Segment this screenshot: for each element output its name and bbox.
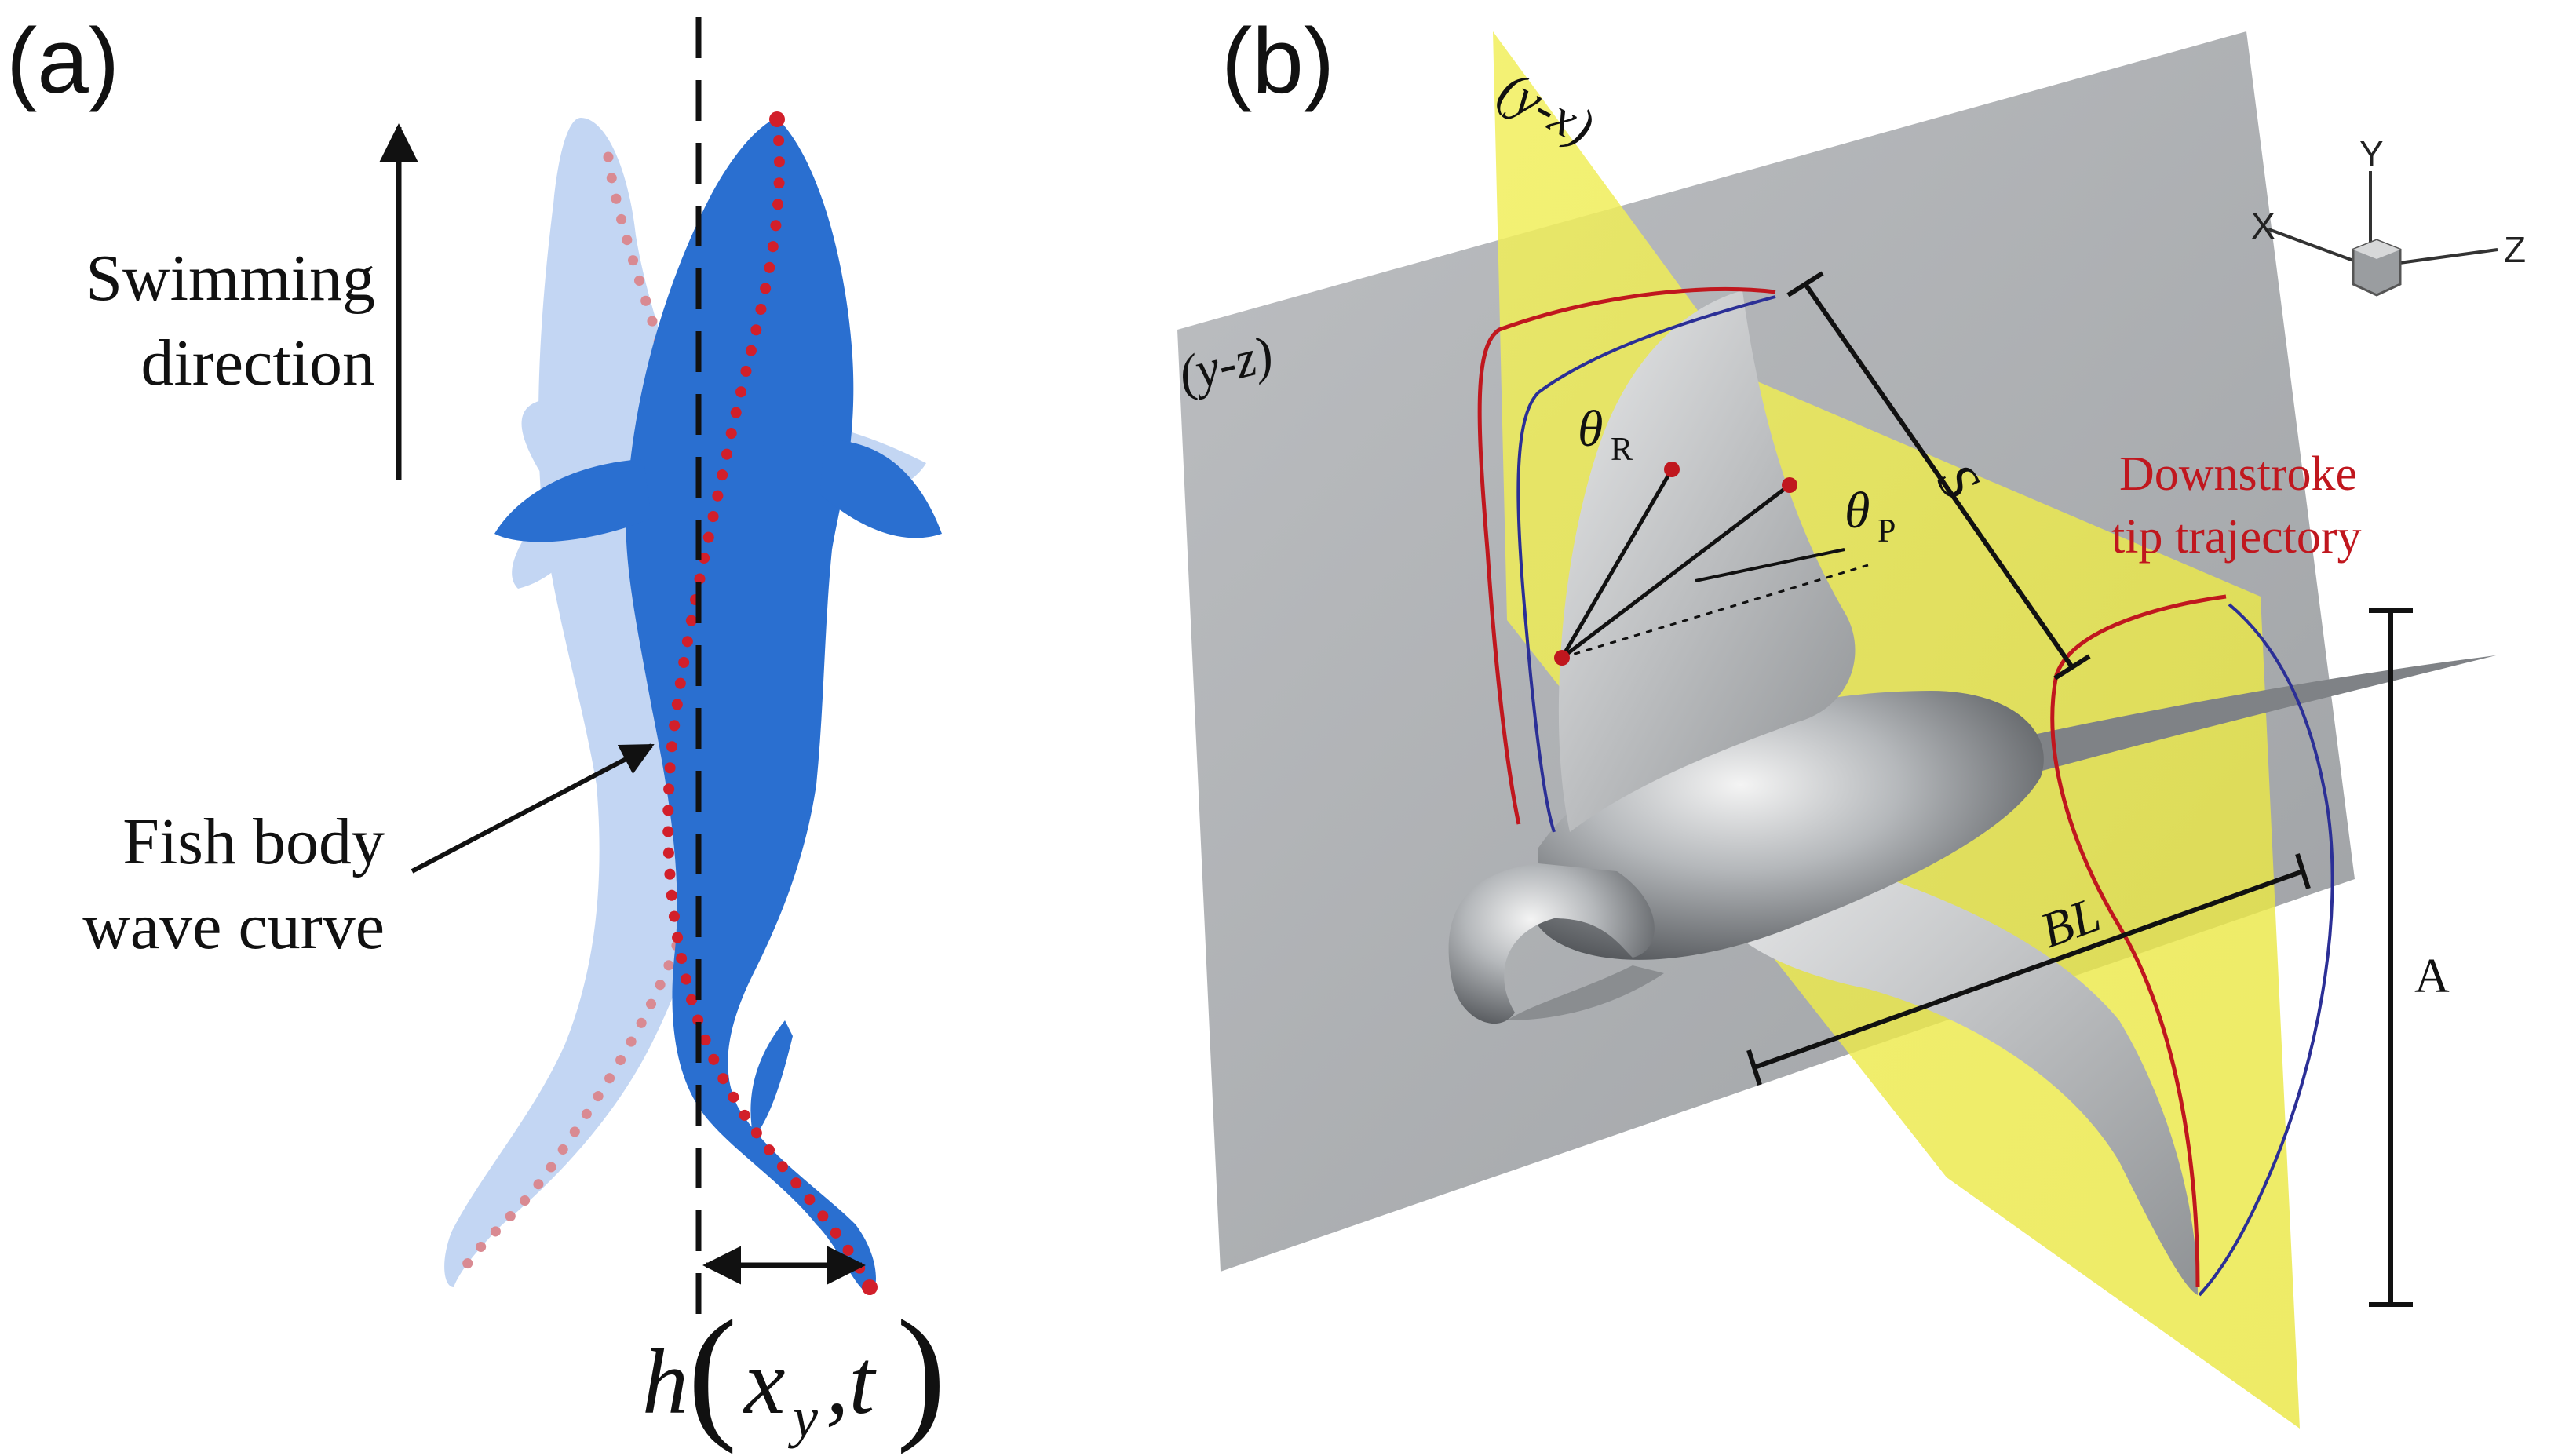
theta-r-subscript: R	[1611, 432, 1633, 468]
formula-x: x	[743, 1330, 785, 1433]
wave-curve-label-line2: wave curve	[82, 890, 385, 963]
theta-p-subscript: P	[1877, 513, 1896, 549]
formula-h: h	[642, 1330, 688, 1433]
axis-y-label: Y	[2359, 133, 2384, 174]
theta-p-symbol: θ	[1845, 482, 1870, 539]
swimming-direction-line2: direction	[140, 327, 375, 400]
cephalic-lobe-right	[1507, 965, 1664, 1020]
axis-z-label: Z	[2504, 229, 2526, 270]
formula-t: ,t	[826, 1330, 878, 1433]
trajectory-label-line1: Downstroke	[2119, 447, 2357, 501]
displacement-formula: h ( x y ,t )	[642, 1290, 946, 1455]
angle-reference-dashed	[1561, 564, 1869, 659]
angle-markers: θ R θ P	[1554, 400, 1896, 666]
swimming-direction-line1: Swimming	[86, 242, 375, 315]
angle-vertex-dot	[1554, 650, 1570, 666]
trajectory-label-line2: tip trajectory	[2111, 510, 2361, 564]
midline-dots	[662, 114, 875, 1293]
dimension-a-label: A	[2414, 950, 2450, 1003]
dimension-bl-line	[1753, 869, 2304, 1070]
cephalic-lobe-left	[1448, 863, 1655, 1024]
panel-b: (b) (y-x) (y-z) Y X Z	[1173, 9, 2526, 1429]
head-marker-dot	[769, 111, 785, 127]
manta-ray-body	[1448, 290, 2496, 1295]
formula-close-paren: )	[896, 1290, 946, 1455]
theta-p-dot	[1782, 477, 1797, 493]
upstroke-trajectory-upper	[1516, 295, 1776, 833]
theta-r-line	[1560, 468, 1674, 659]
theta-p-ref-line	[1695, 548, 1845, 582]
theta-r-dot	[1664, 462, 1680, 477]
downstroke-trajectory-upper	[1477, 287, 1776, 825]
wave-curve-pointer-arrow	[411, 743, 655, 874]
dimension-a: A	[2369, 608, 2450, 1307]
panel-a: (a) Swimming direction Fish body	[6, 9, 946, 1455]
panel-b-label: (b)	[1221, 9, 1334, 113]
wave-curve-label-line1: Fish body	[122, 805, 385, 878]
axis-x-label: X	[2251, 206, 2275, 246]
upstroke-trajectory-lower	[2198, 603, 2334, 1297]
downstroke-trajectory-lower	[2050, 594, 2227, 1288]
tail-marker-dot	[862, 1279, 878, 1295]
axis-triad: Y X Z	[2251, 133, 2526, 297]
upper-wing	[1558, 290, 1856, 832]
formula-subscript-y: y	[787, 1386, 818, 1449]
dimension-s-line	[1803, 283, 2074, 669]
right-wing	[1711, 848, 2198, 1295]
theta-r-symbol: θ	[1578, 400, 1603, 458]
theta-p-line	[1560, 484, 1791, 659]
panel-a-label: (a)	[6, 9, 119, 113]
formula-open-paren: (	[688, 1290, 737, 1455]
